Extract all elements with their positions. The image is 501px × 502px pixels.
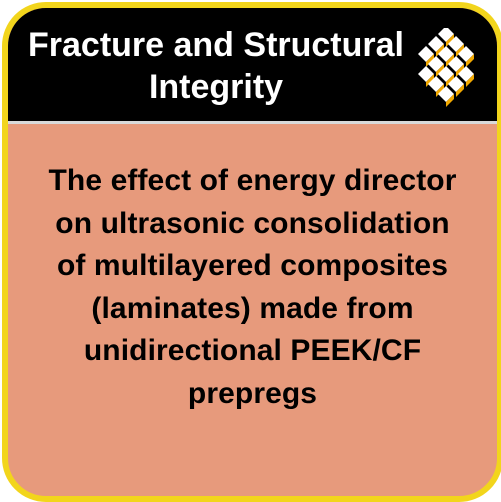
logo-cube-side — [426, 74, 434, 87]
logo-cube-side — [446, 34, 454, 47]
header-divider — [8, 121, 497, 124]
logo-cube-side — [436, 84, 444, 97]
logo-cube-side — [446, 94, 454, 107]
journal-header: Fracture and Structural Integrity — [8, 8, 497, 121]
logo-cube-side — [456, 64, 464, 77]
logo-cube-side — [446, 54, 454, 67]
logo-cube-top — [438, 28, 454, 42]
logo-cube-side — [446, 74, 454, 87]
logo-cube-side — [466, 74, 474, 87]
stacked-cubes-logo-icon — [418, 28, 474, 107]
logo-cube-side — [436, 64, 444, 77]
logo-cube-side — [426, 54, 434, 67]
journal-title: Fracture and Structural Integrity — [28, 26, 404, 106]
logo-cube-side — [456, 44, 464, 57]
logo-cube-side — [456, 84, 464, 97]
logo-cube-side — [466, 54, 474, 67]
article-title: The effect of energy director on ultraso… — [48, 164, 457, 410]
logo-cube-side — [436, 44, 444, 57]
